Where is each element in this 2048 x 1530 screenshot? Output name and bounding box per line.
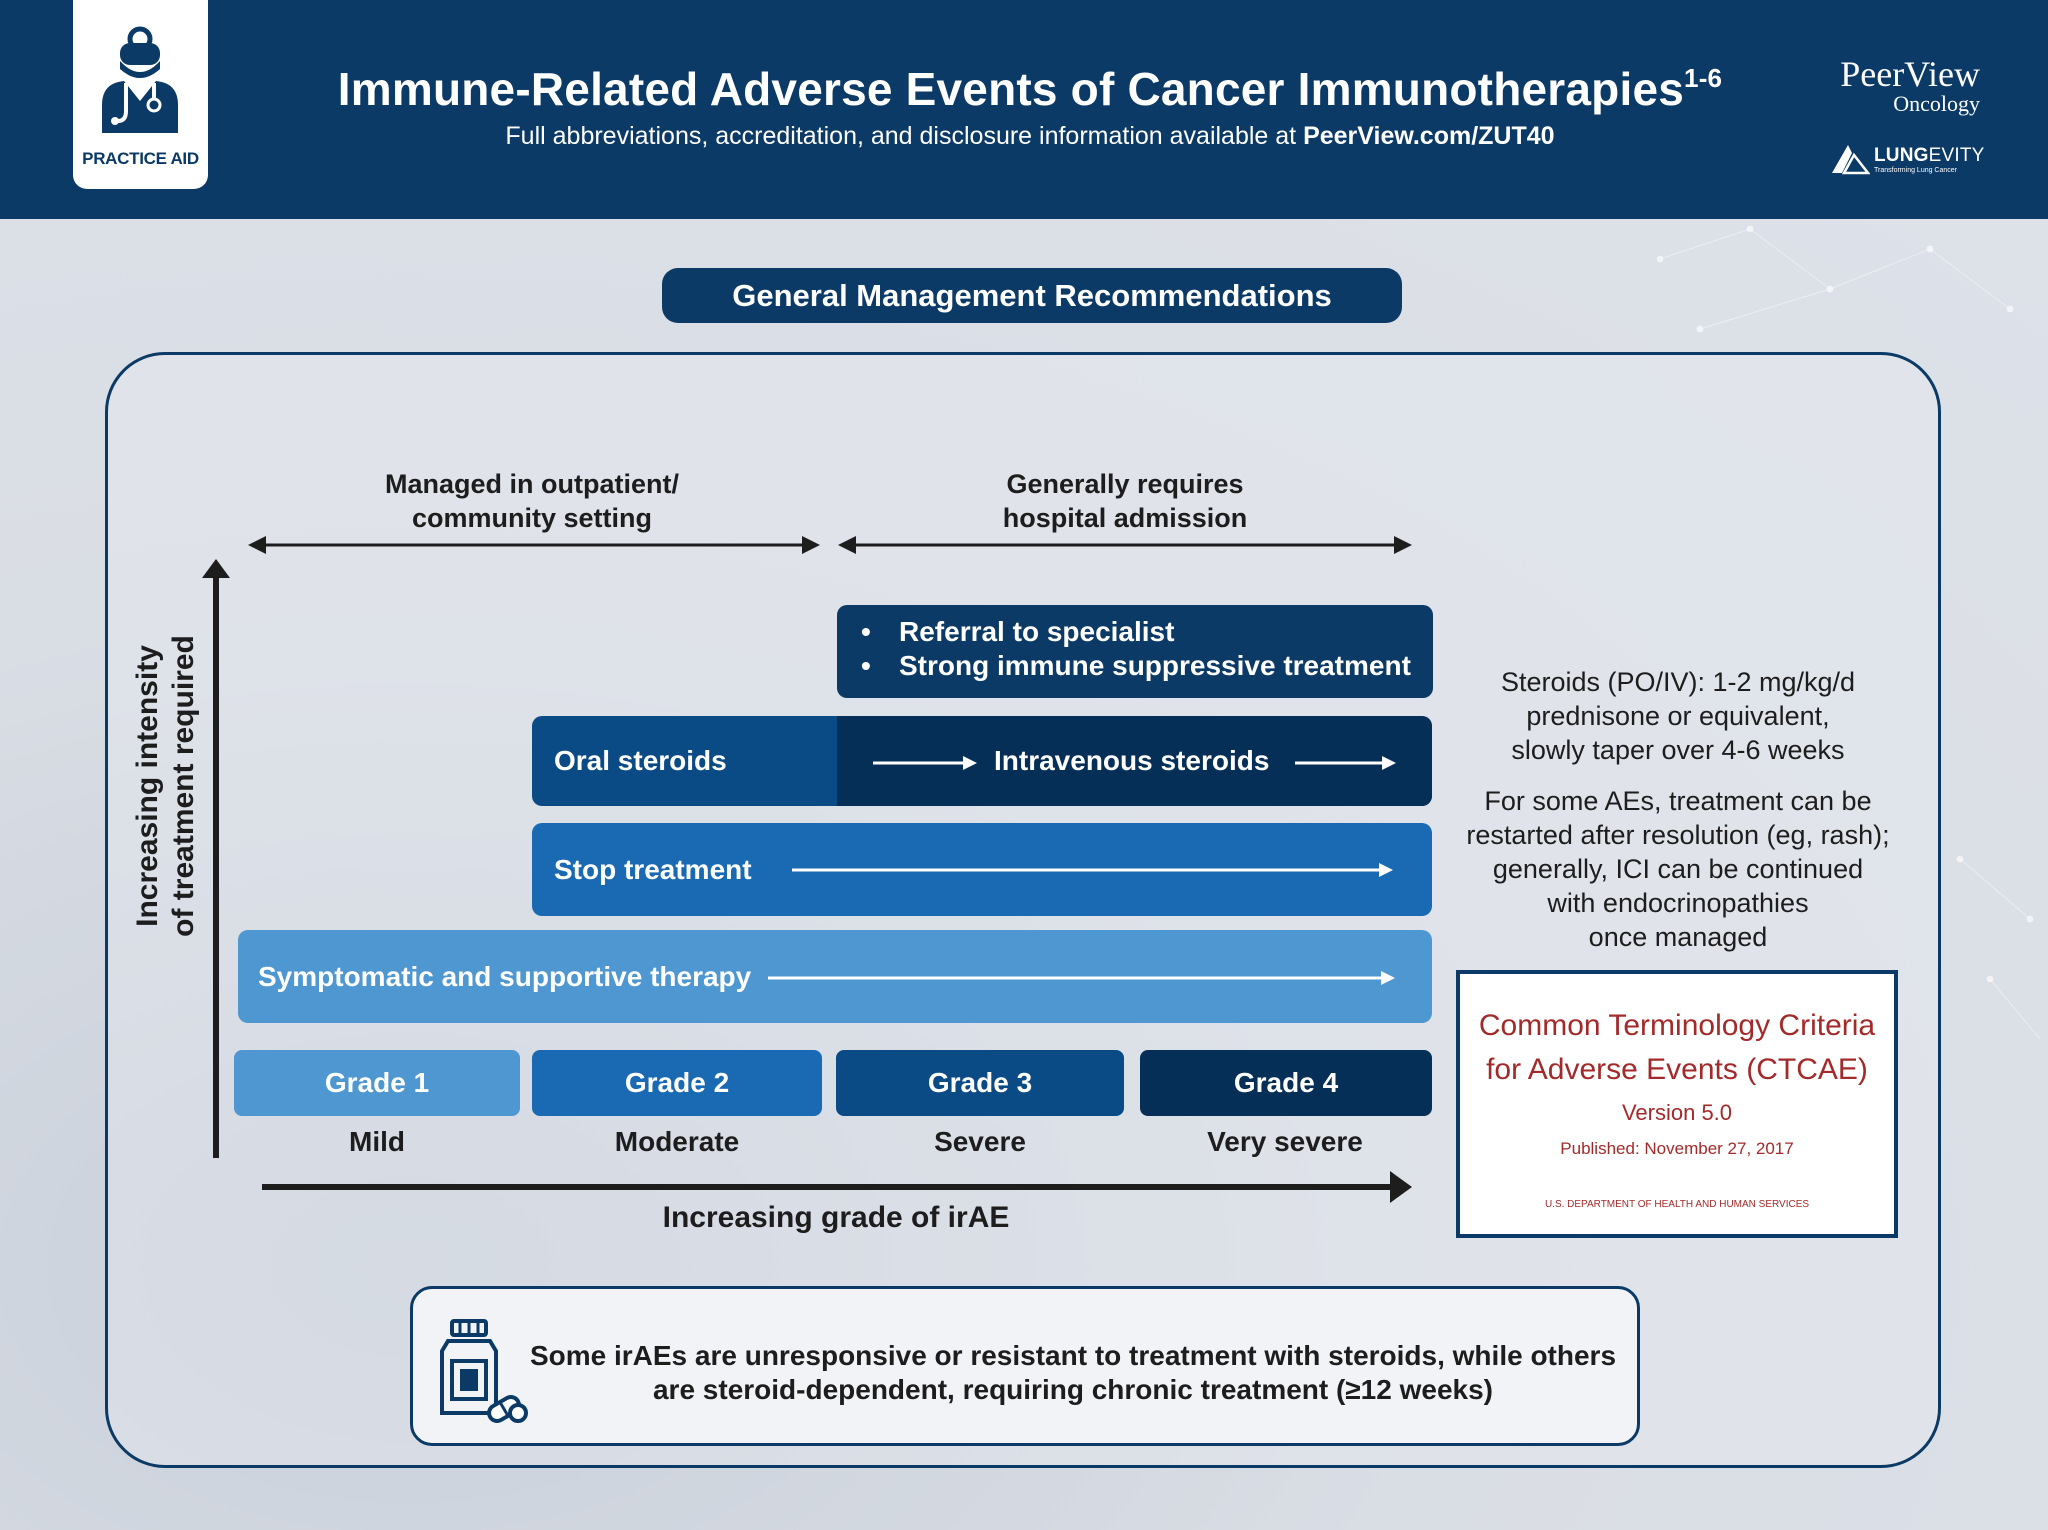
steroids-note-line: slowly taper over 4-6 weeks bbox=[1511, 735, 1845, 765]
peerview-logo: PeerView Oncology bbox=[1820, 56, 1980, 116]
grade-2-box: Grade 2 bbox=[532, 1050, 822, 1116]
severity-severe: Severe bbox=[934, 1126, 1026, 1157]
restart-note: For some AEs, treatment can be restarted… bbox=[1448, 784, 1908, 954]
pill-bottle-icon bbox=[440, 1319, 528, 1423]
grade-1-box: Grade 1 bbox=[234, 1050, 520, 1116]
ctcae-department: U.S. DEPARTMENT OF HEALTH AND HUMAN SERV… bbox=[1544, 1199, 1810, 1210]
peerview-link[interactable]: PeerView.com/ZUT40 bbox=[1303, 122, 1555, 150]
subtitle-text: Full abbreviations, accreditation, and d… bbox=[505, 122, 1304, 150]
restart-note-line: restarted after resolution (eg, rash); bbox=[1466, 820, 1890, 850]
note-line: are steroid-dependent, requiring chronic… bbox=[652, 1374, 1493, 1405]
ctcae-title-line: Common Terminology Criteria bbox=[1478, 1009, 1876, 1042]
x-axis-arrow bbox=[262, 1171, 1412, 1203]
iv-steroids-label: Intravenous steroids bbox=[994, 745, 1270, 776]
ctcae-title: Common Terminology Criteria for Adverse … bbox=[1460, 1004, 1894, 1092]
outpatient-label-line: Managed in outpatient/ bbox=[385, 469, 679, 499]
symptomatic-label: Symptomatic and supportive therapy bbox=[258, 961, 752, 992]
steroid-response-note: Some irAEs are unresponsive or resistant… bbox=[410, 1286, 1640, 1446]
oral-steroids-label: Oral steroids bbox=[554, 745, 727, 776]
hospital-label-line: Generally requires bbox=[1006, 469, 1244, 499]
ctcae-version: Version 5.0 bbox=[1621, 1100, 1733, 1125]
symptomatic-arrow bbox=[768, 971, 1395, 985]
x-axis-label: Increasing grade of irAE bbox=[662, 1201, 1010, 1234]
title-reference: 1-6 bbox=[1684, 63, 1723, 93]
hospital-label-line: hospital admission bbox=[1002, 503, 1248, 533]
lungevity-tagline: Transforming Lung Cancer bbox=[1874, 167, 1958, 174]
stop-treatment-label: Stop treatment bbox=[554, 854, 752, 885]
iv-arrow-right bbox=[1295, 756, 1396, 770]
oncology-logo-text: Oncology bbox=[1893, 91, 1980, 116]
steroid-response-text: Some irAEs are unresponsive or resistant… bbox=[523, 1339, 1623, 1407]
y-axis-label-line: of treatment required bbox=[167, 635, 200, 937]
ctcae-published-date: Published: November 27, 2017 bbox=[1560, 1139, 1794, 1158]
restart-note-line: For some AEs, treatment can be bbox=[1484, 786, 1872, 816]
grade-4-box: Grade 4 bbox=[1140, 1050, 1432, 1116]
referral-bar: •Referral to specialist •Strong immune s… bbox=[837, 605, 1433, 698]
grade-3-box: Grade 3 bbox=[836, 1050, 1124, 1116]
lungevity-mark-icon bbox=[1832, 145, 1870, 175]
restart-note-line: once managed bbox=[1588, 922, 1768, 952]
outpatient-range-arrow bbox=[248, 536, 820, 554]
hospital-range-arrow bbox=[838, 536, 1412, 554]
title-text: Immune-Related Adverse Events of Cancer … bbox=[337, 63, 1685, 115]
doctor-icon bbox=[102, 26, 178, 133]
outpatient-label-line: community setting bbox=[411, 503, 653, 533]
outpatient-label: Managed in outpatient/ community setting bbox=[332, 467, 732, 535]
note-line: Some irAEs are unresponsive or resistant… bbox=[529, 1340, 1617, 1371]
background-network-pattern bbox=[1656, 225, 2041, 1040]
lungevity-name-rest: EVITY bbox=[1928, 145, 1985, 166]
ctcae-document-card: Common Terminology Criteria for Adverse … bbox=[1456, 970, 1898, 1238]
steroids-dosing-note: Steroids (PO/IV): 1-2 mg/kg/d prednisone… bbox=[1448, 665, 1908, 767]
hospital-label: Generally requires hospital admission bbox=[925, 467, 1325, 535]
restart-note-line: generally, ICI can be continued bbox=[1492, 854, 1864, 884]
iv-steroids-segment bbox=[837, 716, 1432, 806]
section-title: General Management Recommendations bbox=[662, 268, 1402, 323]
y-axis-arrow bbox=[202, 559, 230, 1158]
severity-moderate: Moderate bbox=[614, 1126, 740, 1157]
restart-note-line: with endocrinopathies bbox=[1547, 888, 1809, 918]
immune-suppressive-text: Strong immune suppressive treatment bbox=[899, 650, 1411, 681]
referral-list: •Referral to specialist •Strong immune s… bbox=[861, 615, 1411, 683]
steroids-bar: Oral steroids Intravenous steroids bbox=[532, 716, 1432, 806]
lungevity-name-bold: LUNG bbox=[1874, 145, 1929, 166]
severity-very-severe: Very severe bbox=[1207, 1126, 1363, 1157]
referral-list-item: •Referral to specialist bbox=[861, 616, 1175, 647]
referral-list-item: •Strong immune suppressive treatment bbox=[861, 650, 1411, 681]
y-axis-label-line: Increasing intensity bbox=[131, 645, 164, 927]
steroids-note-line: prednisone or equivalent, bbox=[1526, 701, 1830, 731]
referral-text: Referral to specialist bbox=[899, 616, 1175, 647]
stop-treatment-arrow bbox=[792, 863, 1393, 877]
lungevity-logo: LUNGEVITY Transforming Lung Cancer bbox=[1830, 139, 1990, 179]
steroids-note-line: Steroids (PO/IV): 1-2 mg/kg/d bbox=[1500, 667, 1856, 697]
severity-mild: Mild bbox=[349, 1126, 405, 1157]
ctcae-title-line: for Adverse Events (CTCAE) bbox=[1486, 1053, 1868, 1086]
page-subtitle: Full abbreviations, accreditation, and d… bbox=[330, 122, 1730, 151]
badge-label: PRACTICE AID bbox=[82, 149, 199, 168]
iv-arrow-left bbox=[873, 756, 977, 770]
lungevity-name: LUNGEVITY bbox=[1874, 145, 1985, 167]
page-title: Immune-Related Adverse Events of Cancer … bbox=[330, 62, 1730, 116]
peerview-logo-text: PeerView bbox=[1840, 54, 1980, 94]
practice-aid-badge: PRACTICE AID bbox=[73, 0, 208, 189]
header-banner: PRACTICE AID Immune-Related Adverse Even… bbox=[0, 0, 2048, 219]
y-axis-label: Increasing intensity of treatment requir… bbox=[130, 556, 210, 1016]
